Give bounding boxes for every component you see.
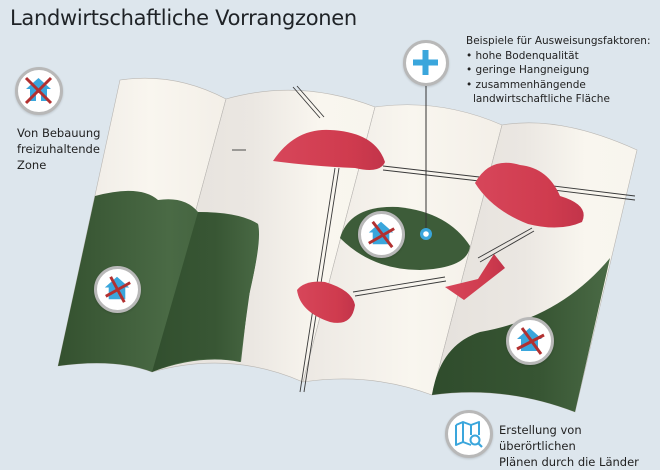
plus-icon [413,50,438,75]
legend-no-building-line: freizuhaltende [17,142,100,156]
plus-badge [403,40,449,86]
no-building-badge-west [94,266,141,313]
legend-no-building-line: Von Bebauung [17,126,101,140]
legend-plans: Erstellung von überörtlichen Plänen durc… [499,422,660,470]
no-building-badge-east [506,317,554,365]
map-search-icon [455,421,483,448]
legend-factors-heading: Beispiele für Ausweisungsfaktoren: [466,35,651,47]
no-building-icon [516,327,545,355]
settlement-zones [273,129,584,323]
legend-factor-item: • hohe Bodenqualität [466,49,579,62]
page-title: Landwirtschaftliche Vorrangzonen [10,6,357,30]
legend-factor-label: hohe Bodenqualität [475,49,579,62]
no-building-badge-center [358,211,405,258]
legend-factor-label: zusammenhängende [475,78,586,91]
legend-plans-line: Erstellung von überörtlichen [499,423,582,453]
map-search-badge [445,410,493,458]
no-building-icon [368,220,395,249]
legend-plans-line: Plänen durch die Länder [499,455,639,469]
legend-factor-label: landwirtschaftliche Fläche [473,93,610,105]
legend-factor-item-continued: landwirtschaftliche Fläche [466,92,651,107]
legend-factor-label: geringe Hangneigung [475,64,590,76]
legend-factor-item: • zusammenhängende [466,78,586,91]
legend-factor-item: • geringe Hangneigung [466,64,590,76]
no-building-badge-legend [15,67,63,115]
legend-no-building: Von Bebauung freizuhaltende Zone [17,125,100,173]
legend-no-building-line: Zone [17,158,47,172]
no-building-icon [24,76,53,105]
legend-factors: Beispiele für Ausweisungsfaktoren: • hoh… [466,34,651,107]
no-building-icon [104,276,131,303]
